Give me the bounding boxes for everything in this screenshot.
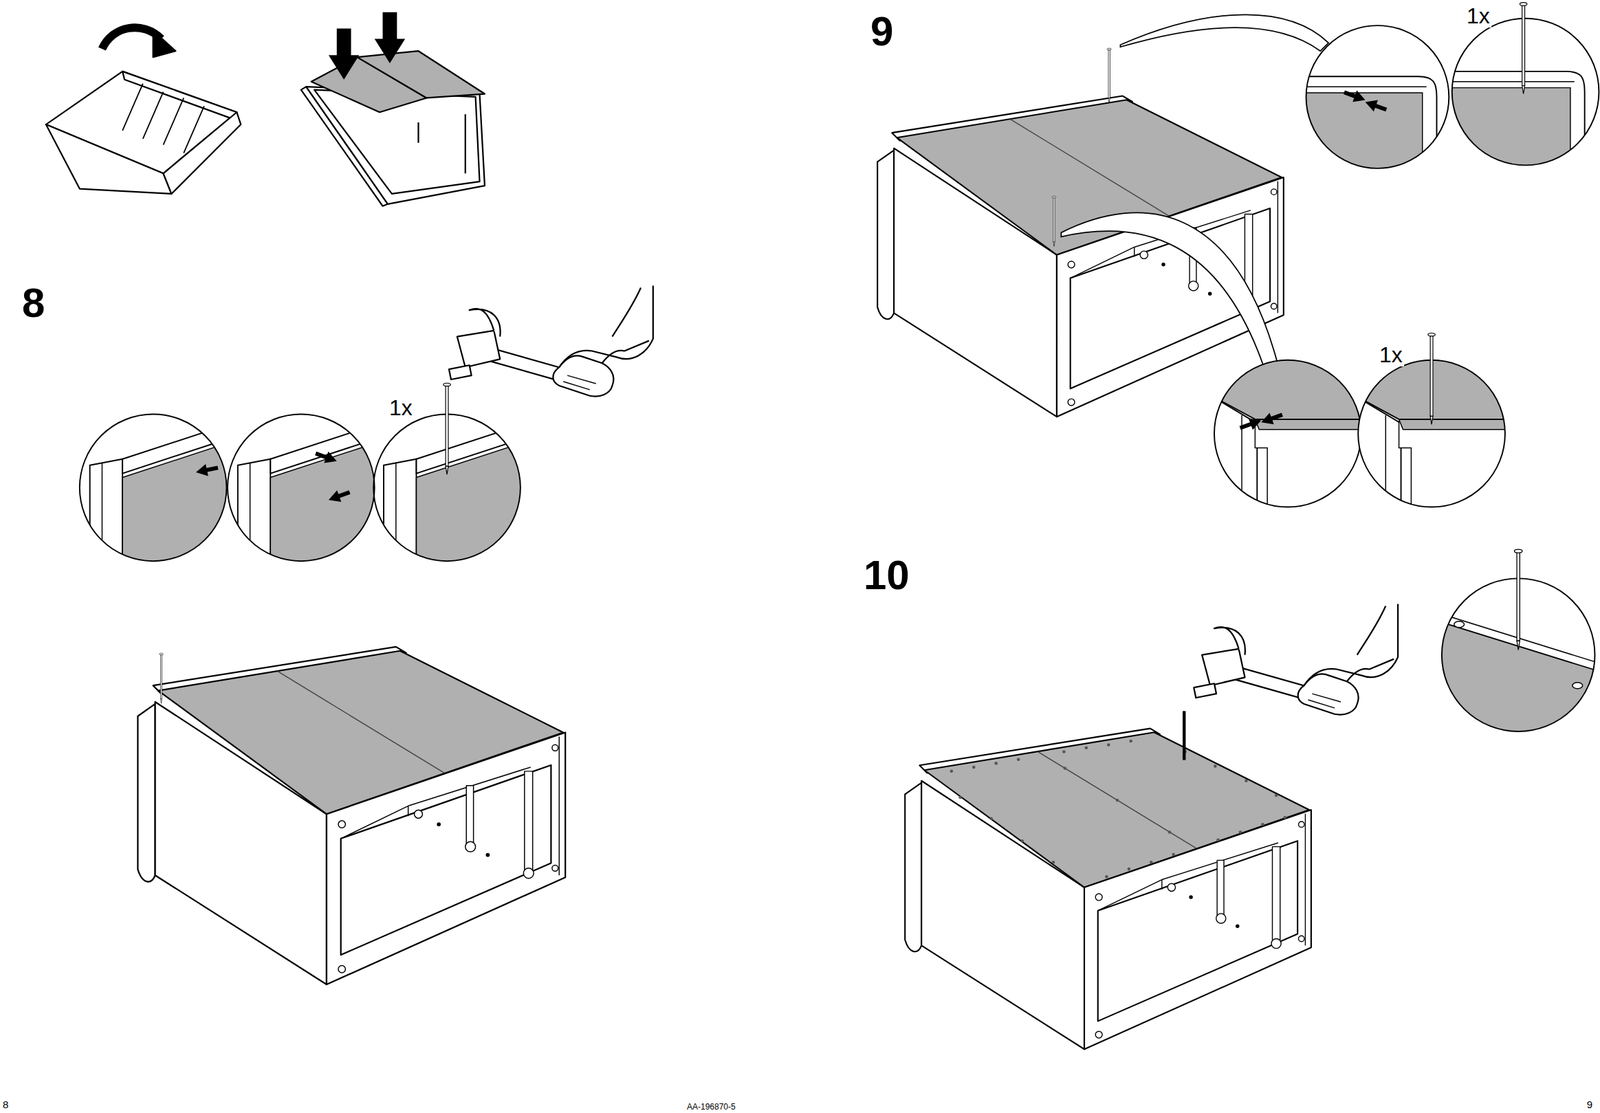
quantity-label: 1x (1465, 4, 1492, 28)
step-number: 8 (20, 281, 47, 325)
detail-circles-step-8 (79, 382, 529, 580)
cabinet-step-9 (877, 48, 1284, 417)
hammer-hand (1193, 604, 1398, 716)
page-number: 9 (1585, 1098, 1594, 1111)
hammer-hand (448, 286, 654, 397)
quantity-label: 1x (1377, 343, 1405, 367)
cabinet-step-8 (137, 647, 566, 985)
document-code: AA-196870-5 (685, 1102, 738, 1112)
page-number: 8 (1, 1098, 10, 1111)
step-number: 9 (869, 10, 895, 53)
leader-tails-step-9 (1060, 14, 1329, 366)
cabinet-step-10 (904, 710, 1312, 1050)
quantity-label: 1x (387, 396, 414, 420)
flip-illustration (46, 27, 241, 194)
detail-circles-step-9 (1195, 2, 1599, 526)
panel-insert-illustration (301, 12, 485, 207)
detail-circle-step-10 (1428, 549, 1600, 755)
step-number: 10 (862, 554, 912, 597)
